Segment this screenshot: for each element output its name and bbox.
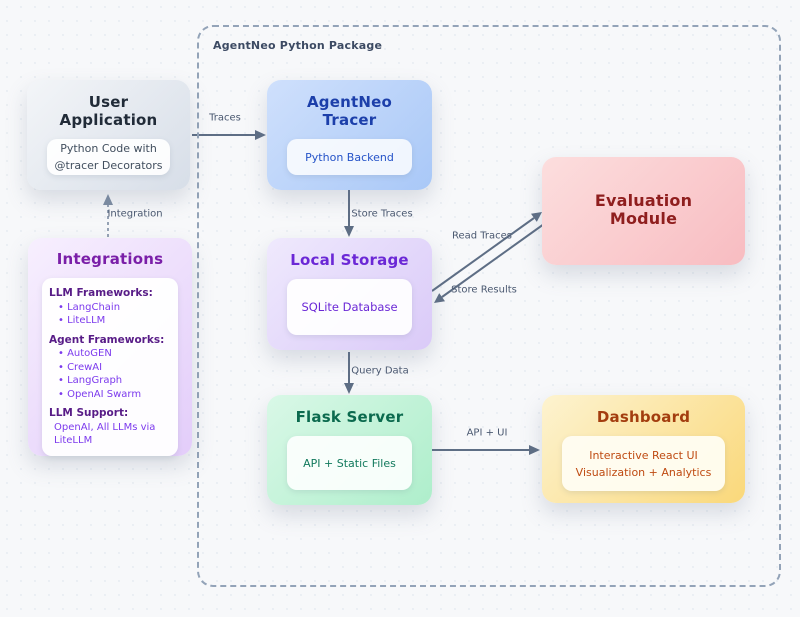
integrations-item: CrewAI: [49, 361, 102, 375]
node-flask-server-inner: API + Static Files: [287, 436, 412, 490]
node-integrations-title: Integrations: [56, 250, 164, 268]
edge-label-traces: Traces: [209, 112, 241, 124]
edge-label-api-ui: API + UI: [466, 427, 508, 439]
inner-line: Python Code with: [60, 142, 157, 155]
package-label: AgentNeo Python Package: [213, 39, 383, 52]
integrations-item: OpenAI Swarm: [49, 388, 141, 402]
integrations-item: AutoGEN: [49, 347, 112, 361]
node-integrations-inner: LLM Frameworks: LangChain LiteLLM Agent …: [42, 278, 178, 456]
inner-line: SQLite Database: [301, 299, 398, 314]
integrations-item: LangGraph: [49, 374, 122, 388]
inner-line: Python Backend: [305, 150, 394, 164]
node-local-storage: Local Storage SQLite Database: [267, 238, 432, 350]
edge-label-integration: Integration: [107, 208, 163, 220]
edge-label-read-traces: Read Traces: [451, 230, 513, 242]
node-flask-server: Flask Server API + Static Files: [267, 395, 432, 505]
edge-label-store-results: Store Results: [451, 284, 517, 296]
node-user-application: User Application Python Code with @trace…: [27, 80, 190, 190]
integrations-item: LiteLLM: [49, 314, 105, 328]
node-user-application-title: User Application: [59, 93, 158, 129]
node-integrations: Integrations LLM Frameworks: LangChain L…: [28, 238, 192, 456]
node-user-application-inner: Python Code with @tracer Decorators: [47, 139, 170, 175]
node-local-storage-inner: SQLite Database: [287, 279, 412, 335]
node-dashboard-title: Dashboard: [596, 408, 691, 426]
integrations-item: LangChain: [49, 301, 120, 315]
node-evaluation-module-title: Evaluation Module: [594, 191, 693, 228]
node-flask-server-title: Flask Server: [295, 408, 404, 426]
node-local-storage-title: Local Storage: [290, 251, 409, 269]
inner-line: API + Static Files: [303, 456, 396, 470]
inner-line: Interactive React UI: [589, 448, 698, 462]
node-agentneo-tracer: AgentNeo Tracer Python Backend: [267, 80, 432, 190]
node-agentneo-tracer-title: AgentNeo Tracer: [306, 93, 392, 129]
inner-line: Visualization + Analytics: [575, 465, 712, 479]
integrations-heading: Agent Frameworks:: [49, 333, 165, 346]
integrations-note: OpenAI, All LLMs via LiteLLM: [54, 421, 156, 447]
node-dashboard: Dashboard Interactive React UI Visualiza…: [542, 395, 745, 503]
edge-label-query-data: Query Data: [351, 365, 409, 377]
integrations-heading: LLM Support:: [49, 407, 129, 419]
package-boundary: AgentNeo Python Package: [197, 25, 781, 587]
integrations-heading: LLM Frameworks:: [49, 287, 153, 299]
node-dashboard-inner: Interactive React UI Visualization + Ana…: [562, 436, 725, 491]
node-agentneo-tracer-inner: Python Backend: [287, 139, 412, 175]
node-evaluation-module: Evaluation Module: [542, 157, 745, 265]
inner-line: @tracer Decorators: [54, 159, 163, 172]
edge-label-store-traces: Store Traces: [351, 208, 413, 220]
